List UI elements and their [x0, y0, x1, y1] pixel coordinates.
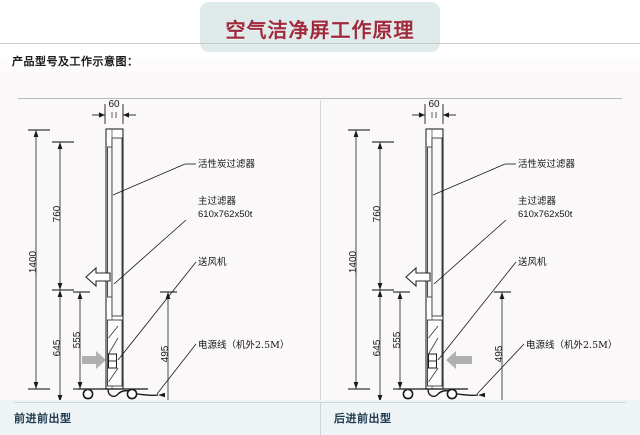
dim-inner-555: [393, 291, 410, 390]
lower-compartment: [427, 319, 443, 387]
label-carbon-filter: 活性炭过滤器: [198, 158, 256, 170]
caster-wheel-right: [126, 388, 138, 400]
caster-wheel-left: [82, 388, 94, 400]
main-filter-element: [431, 137, 443, 317]
leader-lines: [112, 163, 197, 395]
header-divider-rule: [0, 43, 640, 44]
label-blower: 送风机: [198, 256, 227, 268]
caption-left: 前进前出型: [14, 412, 72, 425]
dim-total-height-label: 1400: [348, 250, 359, 273]
dim-width-arrow-left: [99, 112, 105, 118]
label-blower: 送风机: [518, 256, 547, 268]
dim-outlet-label: 495: [160, 345, 171, 362]
lower-compartment: [107, 319, 123, 387]
dim-chain-760-645: [52, 141, 74, 400]
page-title: 空气洁净屏工作原理: [225, 18, 415, 42]
dim-lower-label: 645: [52, 339, 63, 356]
caption-divider: [320, 403, 321, 435]
label-carbon-filter: 活性炭过滤器: [518, 158, 576, 170]
dim-total-1400: [28, 129, 50, 390]
caster-wheel-left: [402, 388, 414, 400]
caption-top-rule: [14, 402, 626, 403]
cabinet-assembly: [425, 128, 444, 390]
content-top-rule: [18, 98, 622, 99]
label-main-filter-spec: 610x762x50t: [518, 209, 573, 220]
dim-total-1400: [348, 129, 370, 390]
dim-outlet-495: [494, 291, 511, 400]
section-subtitle: 产品型号及工作示意图：: [12, 55, 139, 68]
base-and-casters: [398, 380, 485, 400]
air-outlet-arrow: [85, 266, 111, 288]
diagram-front-in-front-out: 60: [0, 72, 320, 400]
power-cord-line: [136, 393, 159, 397]
dim-inner-555: [73, 291, 90, 390]
dim-width-label: 60: [108, 99, 120, 110]
dim-upper-label: 760: [52, 205, 63, 222]
slide-header: 空气洁净屏工作原理: [0, 0, 640, 58]
label-power-cord: 电源线（机外2.5M）: [198, 339, 289, 351]
dim-inner-label: 555: [72, 331, 83, 348]
caster-wheel-right: [446, 388, 458, 400]
dim-width-arrow-right: [123, 112, 129, 118]
main-filter-element: [111, 137, 123, 317]
cabinet-assembly: [105, 128, 124, 390]
dim-outlet-label: 495: [494, 345, 505, 362]
label-main-filter: 主过滤器: [518, 195, 557, 207]
dim-outlet-495: [160, 291, 177, 400]
air-intake-arrow: [82, 351, 106, 369]
diagram-rear-in-front-out: 60: [320, 72, 640, 400]
power-cord-line: [456, 393, 479, 397]
dim-chain-760-645: [372, 141, 394, 400]
power-plug-icon: [478, 392, 485, 398]
leader-lines: [432, 163, 525, 395]
dim-upper-label: 760: [372, 205, 383, 222]
label-power-cord: 电源线（机外2.5M）: [526, 339, 617, 351]
air-intake-arrow: [446, 351, 472, 369]
air-outlet-arrow: [405, 266, 431, 288]
power-plug-icon: [158, 392, 165, 398]
panel-divider: [320, 100, 321, 400]
dim-width-arrow-right: [443, 112, 449, 118]
dim-lower-label: 645: [372, 339, 383, 356]
dim-inner-label: 555: [392, 331, 403, 348]
label-main-filter: 主过滤器: [198, 195, 237, 207]
dim-total-height-label: 1400: [28, 250, 39, 273]
dim-width-arrow-left: [419, 112, 425, 118]
dim-width-label: 60: [428, 99, 440, 110]
caption-right: 后进前出型: [334, 412, 392, 425]
label-main-filter-spec: 610x762x50t: [198, 209, 253, 220]
